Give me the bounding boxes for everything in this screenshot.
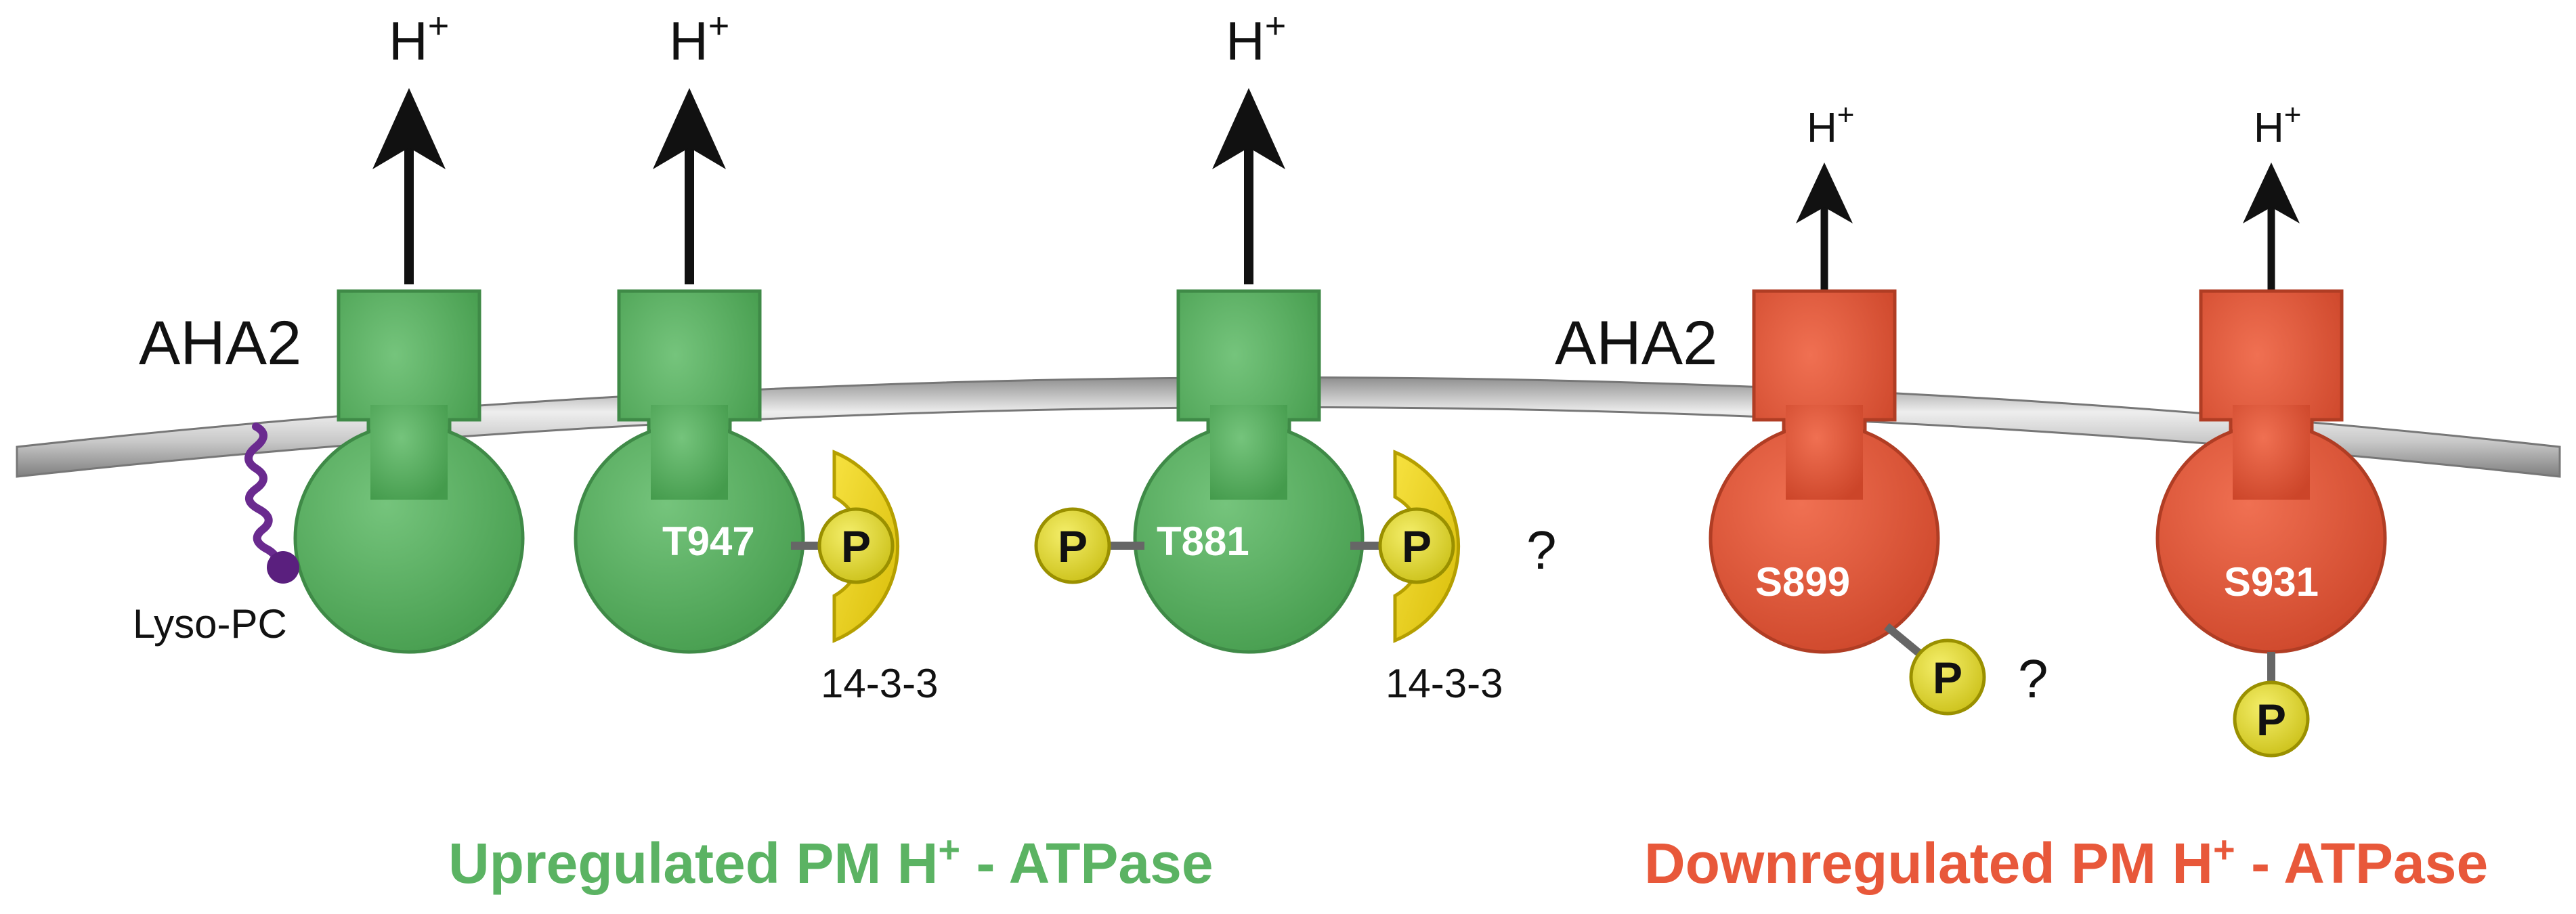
proton-label: H+ bbox=[1807, 98, 1854, 152]
protein-14-3-3-label: 14-3-3 bbox=[821, 661, 938, 706]
site-s931-label: S931 bbox=[2224, 559, 2319, 605]
svg-text:P: P bbox=[1058, 521, 1088, 571]
arrow-up-icon bbox=[653, 88, 726, 169]
arrow-up-icon bbox=[372, 88, 446, 169]
aha2-label-left: AHA2 bbox=[139, 309, 301, 378]
caption-downregulated: Downregulated PM H+ - ATPase bbox=[1644, 828, 2488, 895]
question-mark: ? bbox=[1526, 520, 1557, 580]
svg-text:P: P bbox=[2256, 695, 2286, 745]
svg-text:P: P bbox=[1933, 653, 1962, 703]
lysophosphatidylcholine-icon bbox=[244, 422, 281, 574]
proton-label: H+ bbox=[389, 5, 449, 71]
phosphate-icon: P bbox=[1378, 507, 1455, 584]
pump-s931: H+ S931 P bbox=[2155, 98, 2387, 758]
phosphate-icon: P bbox=[817, 507, 895, 584]
phosphate-icon: P bbox=[1034, 507, 1111, 584]
arrow-up-icon bbox=[2243, 162, 2300, 223]
pump-t947: H+ T947 P 14-3-3 bbox=[574, 5, 938, 706]
protein-14-3-3-label: 14-3-3 bbox=[1386, 661, 1503, 706]
svg-text:P: P bbox=[841, 521, 871, 571]
aha2-label-right: AHA2 bbox=[1555, 309, 1717, 378]
arrow-up-icon bbox=[1796, 162, 1853, 223]
proton-label: H+ bbox=[669, 5, 729, 71]
phosphate-icon: P bbox=[1909, 638, 1986, 716]
pump-s899: H+ S899 P ? bbox=[1709, 98, 2048, 716]
site-t947-label: T947 bbox=[662, 519, 755, 564]
pump-t881: H+ T881 P P ? 14-3-3 bbox=[1034, 5, 1557, 706]
arrow-up-icon bbox=[1212, 88, 1285, 169]
lyso-pc-label: Lyso-PC bbox=[133, 601, 287, 647]
proton-label: H+ bbox=[2254, 98, 2301, 152]
site-t881-label: T881 bbox=[1157, 519, 1249, 564]
pump-aha2-lysopc: H+ AHA2 Lyso-PC bbox=[133, 5, 525, 654]
svg-text:P: P bbox=[1402, 521, 1432, 571]
proton-label: H+ bbox=[1226, 5, 1286, 71]
phosphate-icon: P bbox=[2233, 680, 2310, 758]
site-s899-label: S899 bbox=[1755, 559, 1850, 605]
caption-upregulated: Upregulated PM H+ - ATPase bbox=[448, 828, 1214, 895]
question-mark: ? bbox=[2018, 649, 2048, 709]
